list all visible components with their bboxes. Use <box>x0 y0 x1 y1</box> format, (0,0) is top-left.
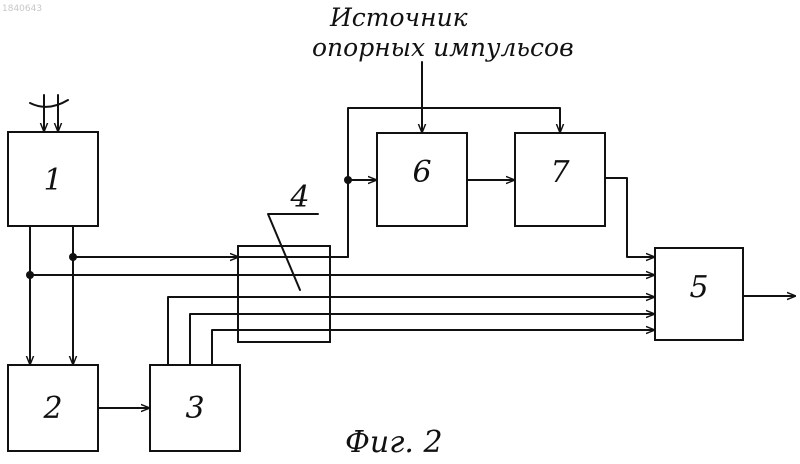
source-label-line1: Источник <box>329 3 468 32</box>
block-5-label: 5 <box>689 270 708 305</box>
source-label-line2: опорных импульсов <box>312 33 574 62</box>
block-3: 3 <box>150 365 240 451</box>
block-1: 1 <box>8 132 98 226</box>
block-7-label: 7 <box>550 155 570 190</box>
block-2: 2 <box>8 365 98 451</box>
block-1-label: 1 <box>43 163 62 198</box>
connections <box>26 62 795 408</box>
figure-caption: Фиг. 2 <box>345 425 443 460</box>
corner-code: 1840643 <box>2 4 42 14</box>
block-6: 6 <box>377 133 467 226</box>
block-4 <box>238 246 330 342</box>
block-5: 5 <box>655 248 743 340</box>
block-2-label: 2 <box>42 391 62 426</box>
block-6-label: 6 <box>412 155 431 190</box>
block-4-label: 4 <box>289 180 309 215</box>
block-7: 7 <box>515 133 605 226</box>
block-3-label: 3 <box>185 391 204 426</box>
